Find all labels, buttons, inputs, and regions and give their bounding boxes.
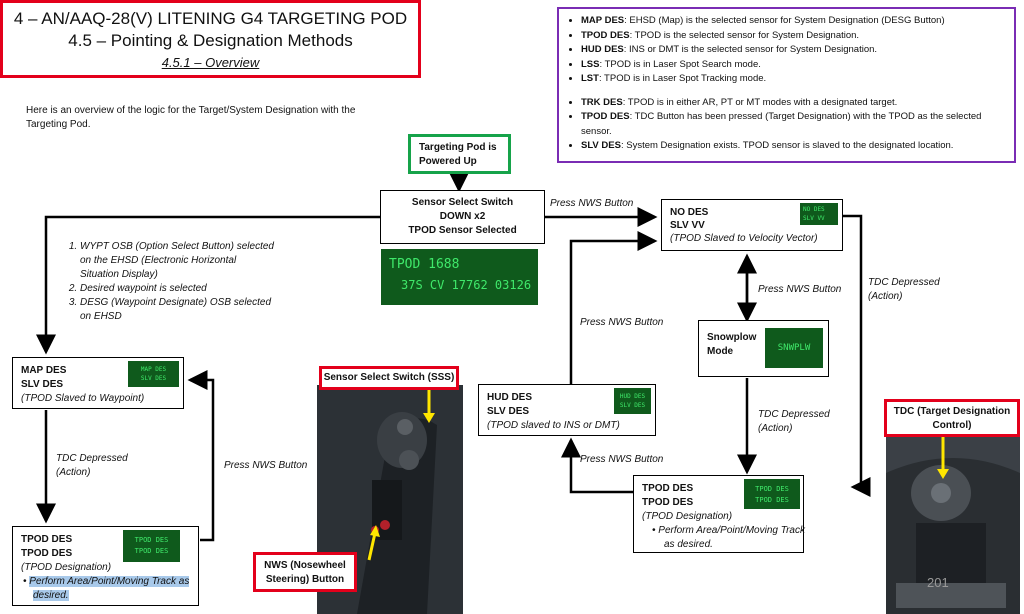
press-nws-label: Press NWS Button (224, 460, 308, 471)
subsection-title: 4.5.1 – Overview (161, 55, 260, 70)
intro-text: Here is an overview of the logic for the… (26, 105, 356, 130)
chapter-title: 4 – AN/AAQ-28(V) LITENING G4 TARGETING P… (13, 9, 408, 28)
page-number: 201 (927, 575, 949, 590)
legend-box: MAP DES: EHSD (Map) is the selected sens… (557, 7, 1016, 163)
section-title: 4.5 – Pointing & Designation Methods (68, 31, 353, 50)
legend-item: LST: TPOD is in Laser Spot Tracking mode… (581, 72, 1008, 87)
snowplow-display: SNWPLW (765, 328, 823, 368)
press-nws-label: Press NWS Button (580, 317, 664, 328)
sss-callout: Sensor Select Switch (SSS) (319, 366, 459, 390)
legend-item: TPOD DES: TDC Button has been pressed (T… (581, 110, 1008, 139)
legend-item: SLV DES: System Designation exists. TPOD… (581, 139, 1008, 154)
title-box: 4 – AN/AAQ-28(V) LITENING G4 TARGETING P… (0, 0, 421, 78)
legend-item: HUD DES: INS or DMT is the selected sens… (581, 43, 1008, 58)
sensor-select-box: Sensor Select Switch DOWN x2 TPOD Sensor… (380, 190, 545, 244)
press-nws-label: Press NWS Button (580, 454, 664, 465)
tdc-depressed-label: TDC Depressed(Action) (56, 453, 128, 478)
legend-item: TRK DES: TPOD is in either AR, PT or MT … (581, 96, 1008, 111)
tdc-depressed-label: TDC Depressed(Action) (758, 409, 830, 434)
start-box: Targeting Pod is Powered Up (408, 134, 511, 174)
press-nws-label: Press NWS Button (758, 284, 842, 295)
waypoint-steps: WYPT OSB (Option Select Button) selected… (64, 240, 274, 324)
legend-item: MAP DES: EHSD (Map) is the selected sens… (581, 14, 1008, 29)
legend-item: LSS: TPOD is in Laser Spot Search mode. (581, 58, 1008, 73)
tdc-depressed-label: TDC Depressed(Action) (868, 277, 940, 302)
tpod-display-screen: TPOD 1688 37S CV 17762 03126 (381, 249, 538, 305)
tdc-photo (886, 433, 1020, 614)
legend-item: TPOD DES: TPOD is the selected sensor fo… (581, 29, 1008, 44)
press-nws-label: Press NWS Button (550, 198, 634, 209)
